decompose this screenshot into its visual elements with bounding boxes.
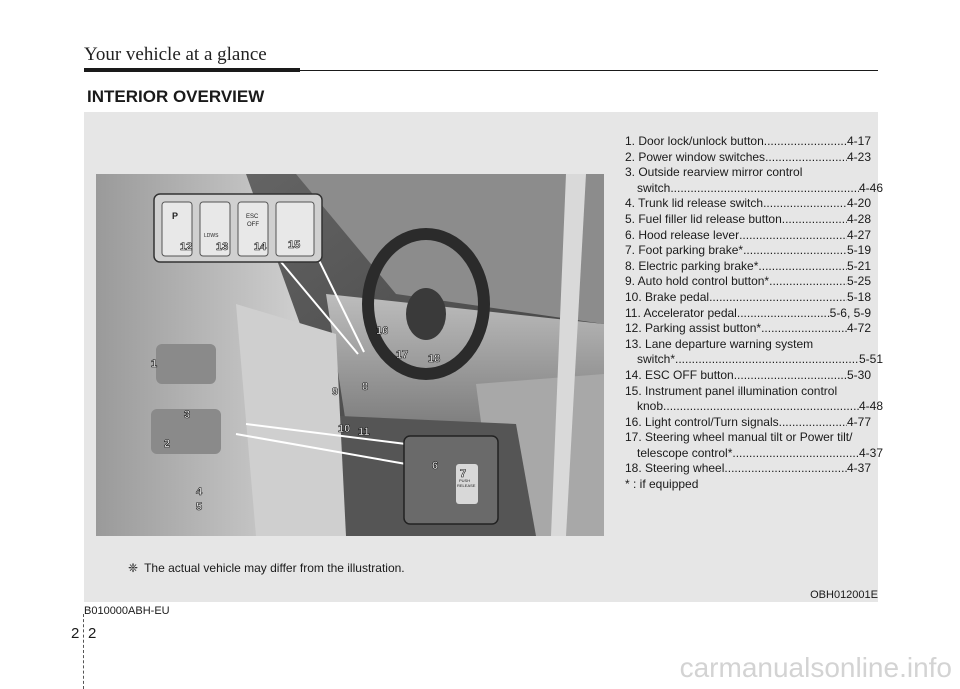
windshield: [296, 174, 604, 324]
list-item: 14. ESC OFF button5-30: [625, 368, 871, 384]
watermark[interactable]: carmanualsonline.info: [679, 652, 952, 683]
illustration-note: ❈ The actual vehicle may differ from the …: [128, 561, 405, 575]
footnote-item: * : if equipped: [625, 477, 699, 492]
parking-brake-release: [456, 464, 478, 504]
page-number: 2: [88, 625, 97, 642]
document-code: B010000ABH-EU: [84, 605, 170, 617]
off-label: OFF: [247, 222, 259, 228]
list-item: 18. Steering wheel4-37: [625, 461, 871, 477]
page-divider: [83, 614, 84, 689]
list-item: 5. Fuel filler lid release button4-28: [625, 212, 871, 228]
callout-17: 17: [396, 349, 408, 361]
list-item: 4. Trunk lid release switch4-20: [625, 196, 871, 212]
list-item: 10. Brake pedal5-18: [625, 290, 871, 306]
list-item: 17. Steering wheel manual tilt or Power …: [625, 430, 883, 461]
steering-hub: [406, 288, 446, 340]
esc-label: ESC: [246, 214, 259, 220]
illumination-knob: [275, 201, 315, 257]
window-switch-area: [151, 409, 221, 454]
list-item: 16. Light control/Turn signals4-77: [625, 415, 871, 431]
header-rule: [84, 70, 878, 71]
callout-14: 14: [254, 241, 267, 253]
door-handle-area: [156, 344, 216, 384]
callout-1: 1: [151, 358, 157, 370]
zoom-line-4: [245, 423, 407, 445]
list-item: 11. Accelerator pedal5-6, 5-9: [625, 306, 871, 322]
callout-15: 15: [288, 239, 300, 251]
callout-2: 2: [164, 438, 170, 450]
list-item: 7. Foot parking brake*5-19: [625, 243, 871, 259]
callout-3: 3: [184, 409, 190, 421]
callout-13: 13: [216, 241, 228, 253]
ldws-switch: [199, 201, 231, 257]
callout-5: 5: [196, 501, 202, 513]
ldws-label: LDWS: [204, 233, 219, 239]
note-symbol-icon: ❈: [128, 561, 139, 575]
pedal-inset: [403, 435, 499, 525]
callout-6: 6: [432, 460, 438, 472]
callout-11: 11: [358, 426, 370, 438]
parking-assist-switch: [161, 201, 193, 257]
callout-9: 9: [332, 386, 338, 398]
note-text: The actual vehicle may differ from the i…: [144, 561, 405, 575]
interior-illustration: P LDWS ESC OFF PUSH RELEASE 1 2 3 4 5 6 …: [96, 174, 604, 536]
callout-12: 12: [180, 241, 192, 253]
callout-10: 10: [338, 423, 350, 435]
list-item: 9. Auto hold control button*5-25: [625, 274, 871, 290]
release-label: RELEASE: [457, 483, 476, 488]
callout-4: 4: [196, 486, 203, 498]
list-item: 6. Hood release lever4-27: [625, 228, 871, 244]
door-pillar: [551, 174, 586, 536]
list-item: 12. Parking assist button*4-72: [625, 321, 871, 337]
esc-off-switch: [237, 201, 269, 257]
interior-items-list: 1. Door lock/unlock button4-17 2. Power …: [625, 134, 883, 493]
callout-labels: 1 2 3 4 5 6 7 8 9 10 11 12 13 14 15 16 1…: [151, 239, 467, 514]
steering-wheel: [362, 228, 490, 380]
callout-8: 8: [362, 381, 368, 393]
list-item: 8. Electric parking brake*5-21: [625, 259, 871, 275]
header-title: Your vehicle at a glance: [84, 44, 267, 65]
push-label: PUSH: [459, 478, 470, 483]
callout-16: 16: [376, 325, 388, 337]
callout-18: 18: [428, 353, 440, 365]
zoom-line-2: [310, 243, 365, 353]
door-edge: [236, 304, 346, 536]
callout-7: 7: [460, 468, 466, 480]
list-item: 15. Instrument panel illumination contro…: [625, 384, 883, 415]
list-item: 1. Door lock/unlock button4-17: [625, 134, 871, 150]
section-number: 2: [71, 625, 80, 642]
section-title: INTERIOR OVERVIEW: [87, 87, 265, 106]
figure-code: OBH012001E: [810, 589, 878, 601]
p-label: P: [172, 211, 178, 221]
list-item: 2. Power window switches4-23: [625, 150, 871, 166]
zoom-line-3: [235, 433, 407, 465]
